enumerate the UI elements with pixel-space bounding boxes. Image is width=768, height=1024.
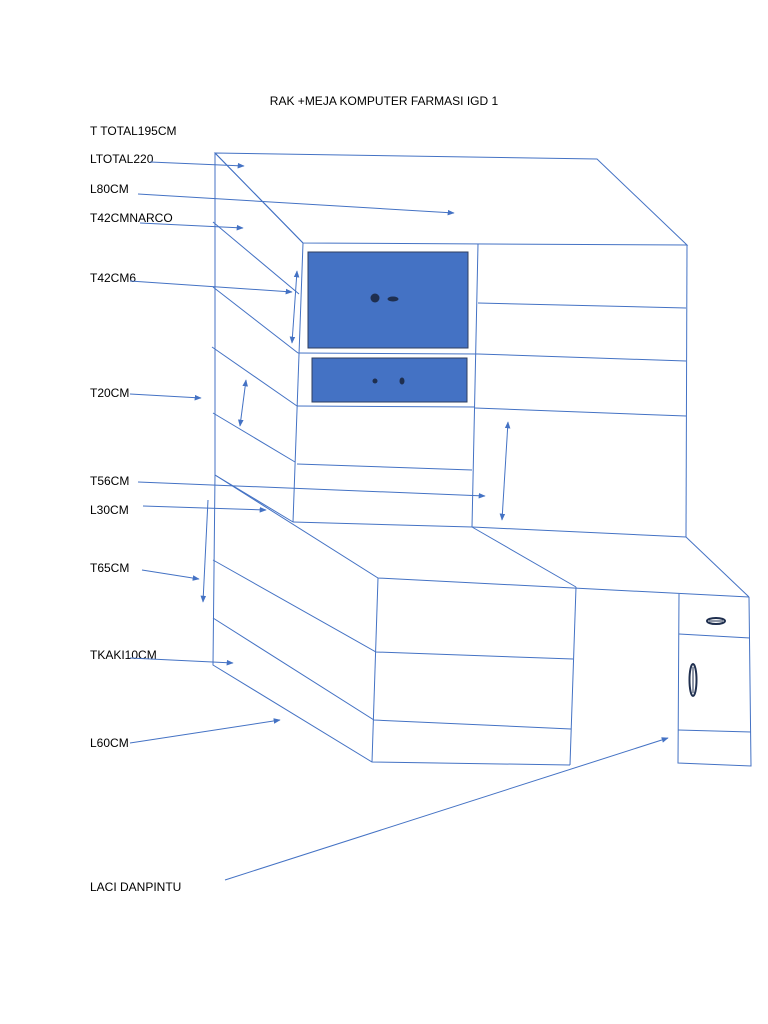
label-height-42-6: T42CM6 bbox=[90, 271, 137, 285]
cabinet-drawer-handle bbox=[706, 617, 726, 625]
label-total-width: LTOTAL220 bbox=[90, 152, 154, 166]
label-height-42-narco: T42CMNARCO bbox=[90, 211, 173, 225]
small-drawer bbox=[311, 357, 468, 403]
label-height-65: T65CM bbox=[90, 561, 130, 575]
diagram-title: RAK +MEJA KOMPUTER FARMASI IGD 1 bbox=[269, 94, 499, 108]
upper-shelf-lines bbox=[296, 302, 687, 471]
cabinet-door-handle bbox=[688, 663, 698, 697]
label-height-56: T56CM bbox=[90, 474, 130, 488]
label-total-height: T TOTAL195CM bbox=[90, 124, 177, 138]
arrow-width-60 bbox=[129, 718, 281, 744]
desk-outline bbox=[212, 474, 752, 767]
arrow-height-65 bbox=[141, 569, 200, 581]
label-width-60: L60CM bbox=[90, 736, 129, 750]
dim-arrow-right-column bbox=[499, 421, 511, 521]
arrow-leg-height bbox=[129, 657, 234, 666]
arrow-total-width bbox=[149, 161, 245, 169]
arrow-height-56 bbox=[137, 481, 486, 499]
label-drawer-and-door: LACI DANPINTU bbox=[90, 880, 182, 894]
arrow-height-42-narco bbox=[139, 222, 244, 231]
label-width-80: L80CM bbox=[90, 182, 129, 196]
label-width-30: L30CM bbox=[90, 503, 129, 517]
upper-shelf-outline bbox=[211, 152, 689, 538]
label-height-20: T20CM bbox=[90, 386, 130, 400]
dim-arrow-drawer-height bbox=[289, 270, 300, 344]
arrow-width-80 bbox=[137, 193, 455, 216]
arrow-height-42-6 bbox=[129, 280, 293, 295]
arrow-width-30 bbox=[142, 505, 267, 513]
narco-drawer bbox=[307, 251, 469, 349]
arrow-height-20 bbox=[129, 393, 202, 401]
dim-arrow-desk-height bbox=[200, 499, 209, 603]
dim-arrow-shelf-height bbox=[238, 379, 248, 427]
arrow-drawer-door bbox=[224, 737, 669, 881]
